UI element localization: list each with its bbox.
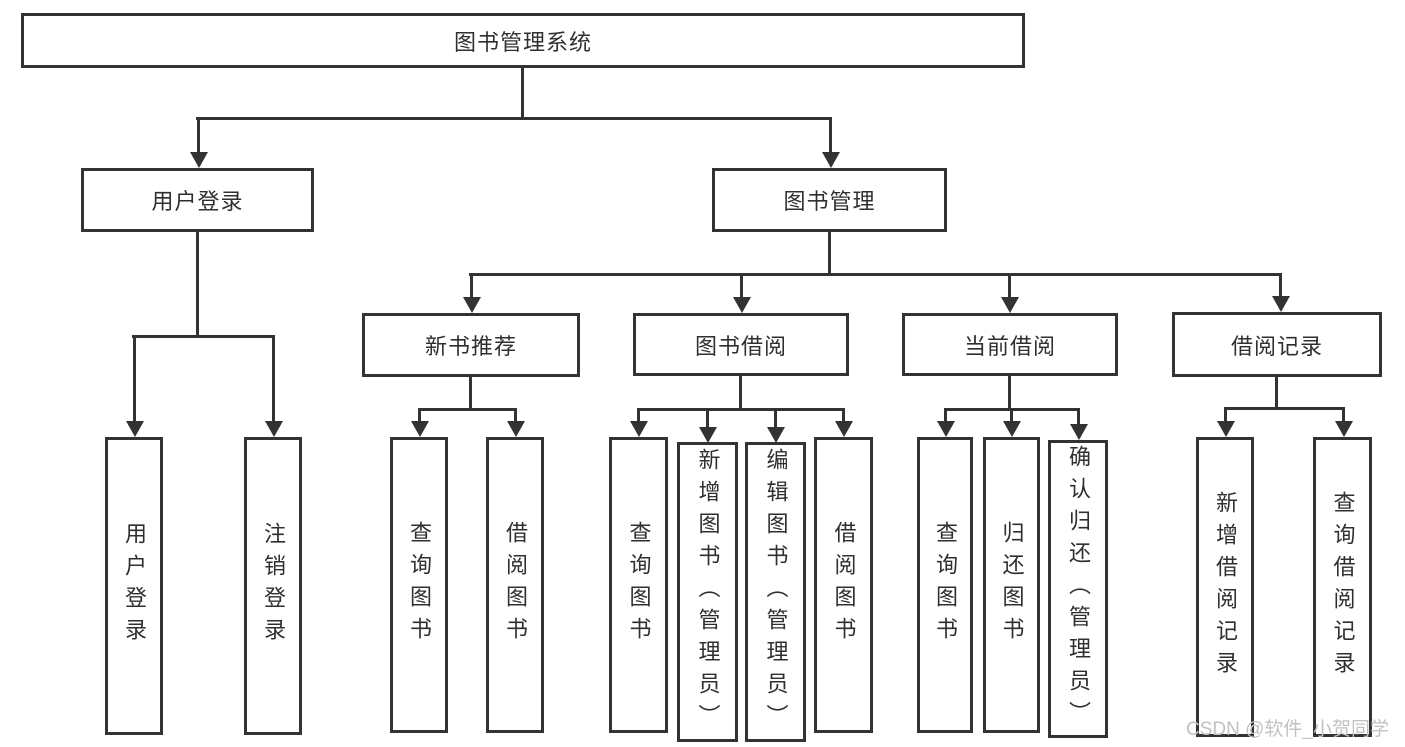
connector-root-stem	[521, 68, 524, 120]
leaf-user-login: 用户登录	[105, 437, 163, 735]
node-new-book-recommend: 新书推荐	[362, 313, 580, 377]
arrow-to-user-login	[197, 117, 200, 152]
leaf-borrow-edit-books-admin: 编辑图书（管理员）	[745, 442, 806, 742]
node-book-management: 图书管理	[712, 168, 947, 232]
connector-user-login-stem	[196, 232, 199, 338]
arrow-current-return-books	[1010, 408, 1013, 421]
arrow-to-login-leaf	[133, 335, 136, 421]
arrow-current-query-books	[944, 408, 947, 421]
leaf-rec-query-books: 查询图书	[390, 437, 448, 733]
leaf-borrow-borrow-books: 借阅图书	[814, 437, 873, 733]
arrow-to-logout-leaf	[272, 335, 275, 421]
connector-book-borrow-stem	[739, 376, 742, 411]
leaf-current-query-books: 查询图书	[917, 437, 973, 733]
node-current-borrow: 当前借阅	[902, 313, 1118, 376]
arrow-borrow-add-books	[706, 408, 709, 427]
node-user-login: 用户登录	[81, 168, 314, 232]
connector-new-rec-bus	[418, 408, 517, 411]
arrow-borrow-edit-books	[774, 408, 777, 427]
arrow-to-borrow-records	[1279, 273, 1282, 296]
connector-book-borrow-bus	[637, 408, 845, 411]
arrow-records-add	[1224, 407, 1227, 421]
connector-new-rec-stem	[469, 377, 472, 411]
arrow-borrow-borrow-books	[842, 408, 845, 421]
leaf-current-confirm-return-admin: 确认归还（管理员）	[1048, 440, 1108, 738]
connector-user-login-bus	[132, 335, 275, 338]
node-library-management-system: 图书管理系统	[21, 13, 1025, 68]
connector-book-mgmt-stem	[828, 232, 831, 276]
leaf-records-query: 查询借阅记录	[1313, 437, 1372, 737]
arrow-to-book-borrow	[740, 273, 743, 297]
csdn-watermark: CSDN @软件_小贺同学	[1186, 719, 1389, 740]
arrow-to-new-book-rec	[470, 273, 473, 297]
arrow-rec-borrow-books	[514, 408, 517, 421]
arrow-records-query	[1342, 407, 1345, 421]
leaf-rec-borrow-books: 借阅图书	[486, 437, 544, 733]
connector-root-bus	[196, 117, 832, 120]
arrow-borrow-query-books	[637, 408, 640, 421]
connector-records-stem	[1275, 377, 1278, 410]
leaf-records-add: 新增借阅记录	[1196, 437, 1254, 737]
arrow-rec-query-books	[418, 408, 421, 421]
node-book-borrow: 图书借阅	[633, 313, 849, 376]
leaf-borrow-query-books: 查询图书	[609, 437, 668, 733]
connector-book-mgmt-bus	[469, 273, 1282, 276]
arrow-to-current-borrow	[1008, 273, 1011, 297]
connector-records-bus	[1224, 407, 1345, 410]
arrow-current-confirm-return	[1077, 408, 1080, 424]
leaf-current-return-books: 归还图书	[983, 437, 1040, 733]
leaf-borrow-add-books-admin: 新增图书（管理员）	[677, 442, 738, 742]
connector-current-borrow-stem	[1008, 376, 1011, 411]
arrow-to-book-management	[829, 117, 832, 152]
node-borrow-records: 借阅记录	[1172, 312, 1382, 377]
leaf-logout: 注销登录	[244, 437, 302, 735]
